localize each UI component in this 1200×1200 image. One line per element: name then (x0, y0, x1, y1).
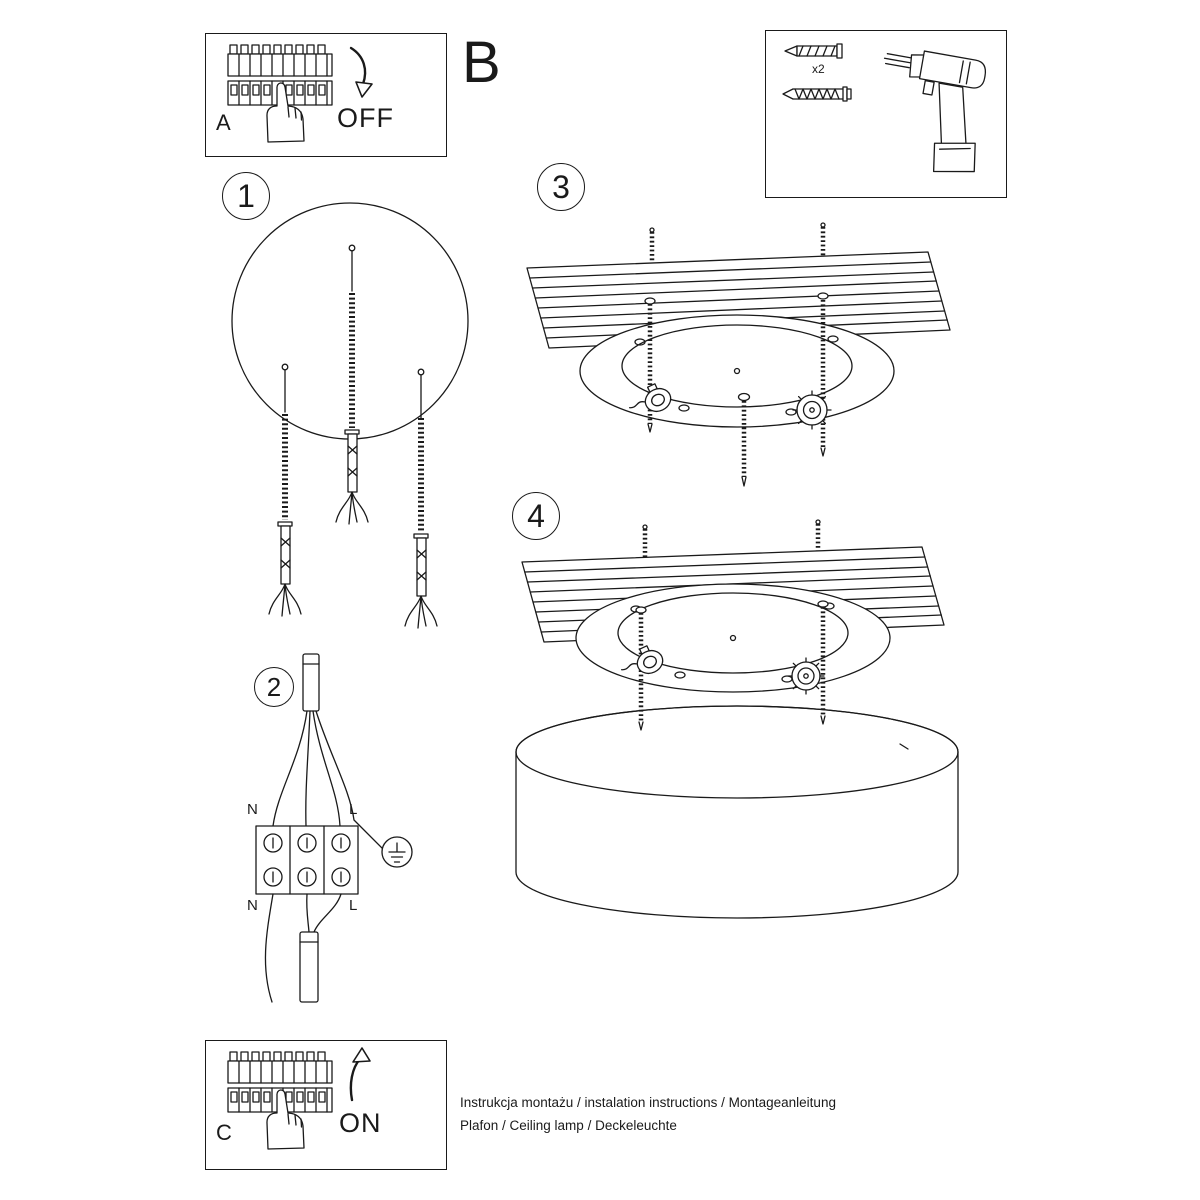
mounting-screw-right (817, 600, 829, 725)
panel-c-label: C (216, 1120, 232, 1145)
panel-c-art (227, 1047, 371, 1150)
screw-anchor-left (268, 363, 302, 617)
step2-number: 2 (266, 671, 282, 702)
lamp-socket-left (620, 645, 664, 675)
drum-shade (515, 705, 959, 919)
footer-line-2: Plafon / Ceiling lamp / Deckeleuchte (460, 1118, 677, 1133)
step3-number: 3 (552, 168, 570, 205)
lamp-socket-right (792, 390, 832, 430)
section-b-label: B (462, 30, 501, 95)
step1-badge: 1 (222, 172, 270, 220)
circuit-breaker-icon (227, 1051, 333, 1150)
screw-icon (782, 86, 852, 102)
step1-number: 1 (237, 177, 255, 214)
curved-arrow-up-icon (349, 1047, 371, 1102)
step4-assembly-diagram (515, 519, 959, 919)
step4-badge: 4 (512, 492, 560, 540)
wire-n-top-label: N (247, 801, 258, 818)
anchor-quantity-label: x2 (812, 62, 825, 76)
lamp-socket-left (628, 383, 672, 413)
mounting-screw-right (817, 292, 829, 457)
step2-wiring-diagram (255, 653, 413, 1003)
drill-icon (883, 50, 987, 173)
switch-off-label: OFF (337, 103, 394, 133)
panel-a-label: A (216, 110, 231, 135)
ground-symbol-icon (381, 836, 413, 868)
step2-badge: 2 (254, 667, 294, 707)
terminal-block (255, 825, 359, 895)
wire-n-bottom-label: N (247, 897, 258, 914)
footer-caption: Instrukcja montażu / instalation instruc… (460, 1091, 836, 1137)
mounting-screw-left (644, 297, 656, 433)
parts-box-art (782, 43, 987, 173)
wire-l-bottom-label: L (349, 897, 358, 914)
screw-anchor-center (335, 244, 369, 525)
lamp-socket-right (787, 657, 825, 695)
screw-anchor-right (404, 368, 438, 629)
wire-l-top-label: L (349, 801, 358, 818)
pressing-hand-icon (266, 82, 305, 143)
pressing-hand-icon (266, 1089, 305, 1150)
step3-canopy-diagram (526, 222, 951, 487)
wall-plug-icon (784, 43, 843, 59)
step1-anchors-diagram (231, 202, 469, 629)
circuit-breaker-icon (227, 44, 333, 143)
panel-a-art (227, 44, 373, 143)
footer-line-1: Instrukcja montażu / instalation instruc… (460, 1095, 836, 1110)
step3-badge: 3 (537, 163, 585, 211)
switch-on-label: ON (339, 1108, 382, 1138)
center-screw (737, 392, 751, 487)
curved-arrow-down-icon (349, 46, 373, 98)
step4-number: 4 (527, 497, 545, 534)
